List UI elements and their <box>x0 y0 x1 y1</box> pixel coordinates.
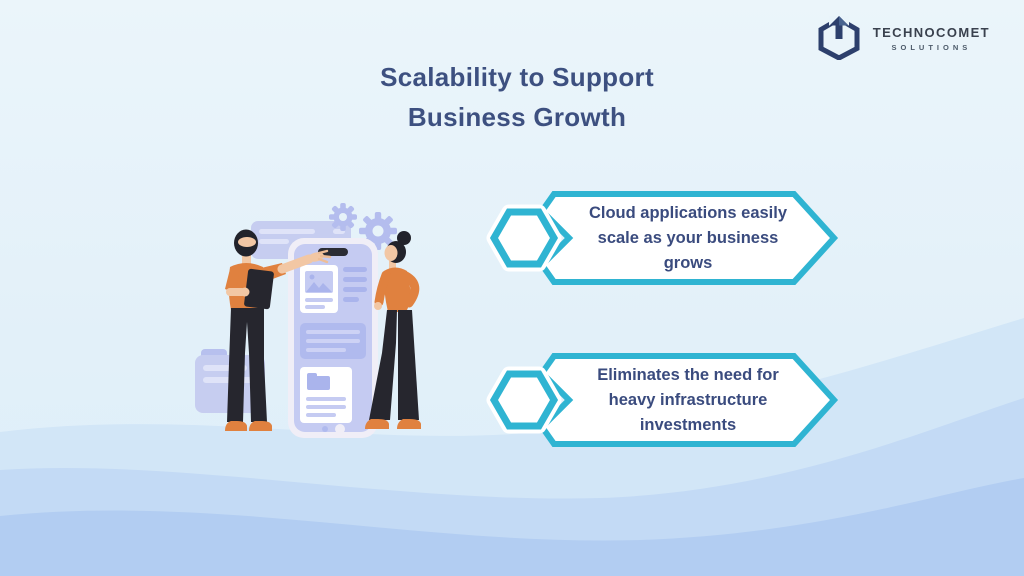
woman-figure-icon <box>365 231 421 429</box>
hexagon-bullet-icon <box>486 366 562 434</box>
callout-infrastructure: Eliminates the need for heavy infrastruc… <box>486 352 842 448</box>
man-figure-icon <box>225 229 332 431</box>
page-title-line1: Scalability to Support <box>380 62 654 92</box>
smartphone-icon <box>288 238 378 438</box>
logo-mark-hexagon-arrow-icon <box>818 16 860 60</box>
page-title: Scalability to Support Business Growth <box>287 57 747 137</box>
page-title-line2: Business Growth <box>407 102 627 132</box>
callout-scale: Cloud applications easily scale as your … <box>486 190 842 286</box>
callout-infrastructure-text: Eliminates the need for heavy infrastruc… <box>597 365 779 434</box>
callout-scale-text: Cloud applications easily scale as your … <box>588 203 788 272</box>
hexagon-bullet-icon <box>486 204 562 272</box>
wave-front <box>0 478 1024 576</box>
logo-text: TECHNOCOMET SOLUTIONS <box>873 25 990 52</box>
callout-banner-shape <box>486 191 839 285</box>
logo-name: TECHNOCOMET <box>872 24 990 40</box>
gears-icon <box>329 203 397 250</box>
callout-banner-shape <box>486 353 839 447</box>
logo-tagline: SOLUTIONS <box>891 42 972 52</box>
scalability-illustration <box>195 203 421 438</box>
logo: TECHNOCOMET SOLUTIONS <box>815 16 990 60</box>
